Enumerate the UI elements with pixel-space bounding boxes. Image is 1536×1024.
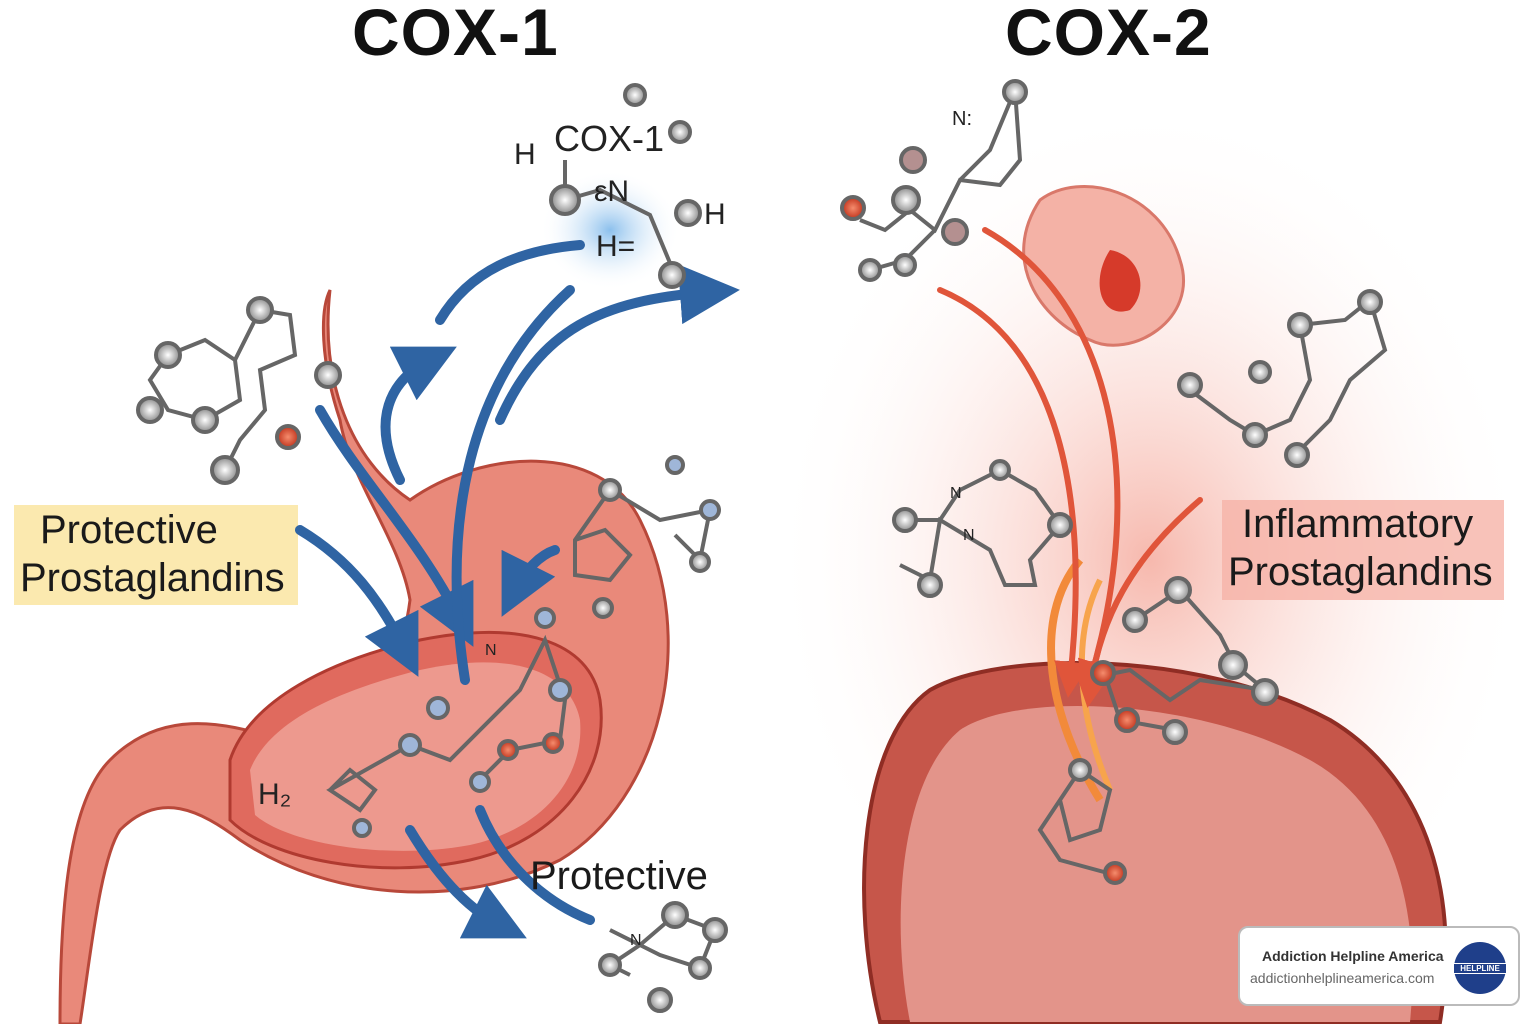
h-eq-label: H= bbox=[596, 230, 636, 263]
n-center-label-1: N bbox=[950, 485, 962, 502]
cox1-molecule-label: COX-1 bbox=[554, 118, 665, 159]
cox1-title: COX-1 bbox=[352, 0, 559, 69]
helpline-logo: HELPLINE bbox=[1453, 942, 1507, 994]
cox2-title: COX-2 bbox=[1005, 0, 1212, 69]
molecule-in-stomach bbox=[326, 607, 572, 838]
molecule-cox2-lower bbox=[1037, 576, 1279, 885]
h-right-label: H bbox=[704, 198, 726, 231]
helpline-badge[interactable]: Addiction Helpline America addictionhelp… bbox=[1238, 926, 1520, 1006]
protective-label-line1: Protective bbox=[40, 508, 218, 552]
molecule-left bbox=[136, 296, 342, 485]
badge-name: Addiction Helpline America bbox=[1262, 948, 1444, 964]
n-center-label-2: N bbox=[963, 527, 975, 544]
badge-url[interactable]: addictionhelplineamerica.com bbox=[1250, 970, 1435, 986]
n-bottom-label: N bbox=[630, 932, 642, 949]
inflammatory-label-line1: Inflammatory bbox=[1242, 502, 1474, 546]
inflammatory-highlight bbox=[1222, 500, 1504, 600]
h-top-label: H bbox=[514, 138, 536, 171]
molecule-cox2-center bbox=[892, 459, 1073, 598]
en-label: εN bbox=[594, 175, 630, 208]
molecule-bottom bbox=[598, 901, 728, 1013]
n-cox2-top-label: N: bbox=[952, 108, 972, 130]
n-stomach-label: N bbox=[485, 642, 497, 659]
h2-label: H₂ bbox=[258, 778, 292, 811]
cox1-arrows bbox=[295, 240, 740, 939]
protective-highlight bbox=[14, 505, 298, 605]
logo-text: HELPLINE bbox=[1453, 963, 1507, 974]
molecule-stomach-right bbox=[573, 455, 721, 619]
molecules bbox=[136, 79, 1388, 1013]
molecule-cox1 bbox=[549, 83, 702, 289]
molecule-cox2-right bbox=[1177, 289, 1388, 468]
protective-label-line2: Prostaglandins bbox=[20, 556, 285, 600]
molecule-cox2-top bbox=[840, 79, 1028, 282]
protective-bottom-label: Protective bbox=[530, 854, 708, 898]
inflammatory-label-line2: Prostaglandins bbox=[1228, 550, 1493, 594]
